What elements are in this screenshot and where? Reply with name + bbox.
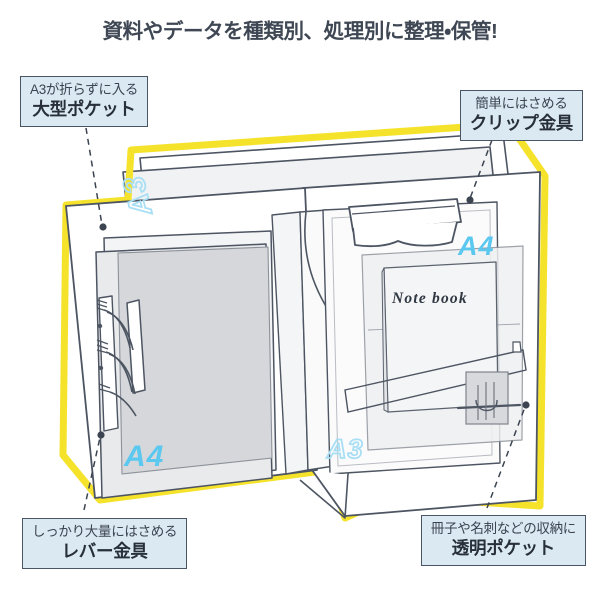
- lever-fitting: [96, 295, 146, 432]
- svg-text:A4: A4: [457, 231, 495, 261]
- callout-large-pocket[interactable]: A3が折らずに入る 大型ポケット: [20, 76, 149, 127]
- page-title: 資料やデータを種類別、処理別に整理・保管!: [102, 20, 498, 43]
- leader-dots: [97, 196, 530, 439]
- callout-lever-fitting-sub: しっかり大量にはさめる: [32, 524, 178, 539]
- leader-lines: [83, 127, 526, 511]
- paper-label-a4-left: A4: [123, 440, 164, 473]
- callout-large-pocket-main: 大型ポケット: [32, 98, 136, 119]
- paper-label-a3-bottom: A3: [325, 433, 364, 465]
- callout-lever-fitting[interactable]: しっかり大量にはさめる レバー金具: [22, 518, 188, 569]
- callout-clip-fitting-main: クリップ金具: [469, 112, 574, 133]
- paper-label-a4-right: A4: [457, 231, 495, 261]
- clear-pocket-band: [344, 341, 527, 413]
- callout-clip-fitting[interactable]: 簡単にはさめる クリップ金具: [459, 90, 583, 141]
- leader-clear-pocket: [486, 406, 526, 509]
- svg-text:A4: A4: [123, 440, 164, 473]
- svg-text:A3: A3: [326, 434, 364, 464]
- notebook-label: Note book: [391, 290, 468, 307]
- callout-clear-pocket[interactable]: 冊子や名刺などの収納に 透明ポケット: [420, 515, 586, 566]
- anchor-dot-lever: [97, 431, 105, 439]
- callout-clear-pocket-sub: 冊子や名刺などの収納に: [430, 521, 577, 536]
- anchor-dot-clear-pocket: [522, 401, 530, 409]
- leader-large-pocket: [85, 127, 103, 226]
- anchor-dot-clip: [466, 196, 474, 204]
- anchor-dot-large-pocket: [99, 223, 107, 231]
- callout-clip-fitting-sub: 簡単にはさめる: [475, 96, 568, 111]
- callout-large-pocket-sub: A3が折らずに入る: [30, 82, 139, 97]
- leader-lever: [83, 432, 102, 511]
- callout-lever-fitting-main: レバー金具: [61, 540, 148, 561]
- clear-pocket-card: [456, 371, 522, 425]
- callout-clear-pocket-main: 透明ポケット: [451, 537, 556, 558]
- clip-fitting: [348, 198, 462, 248]
